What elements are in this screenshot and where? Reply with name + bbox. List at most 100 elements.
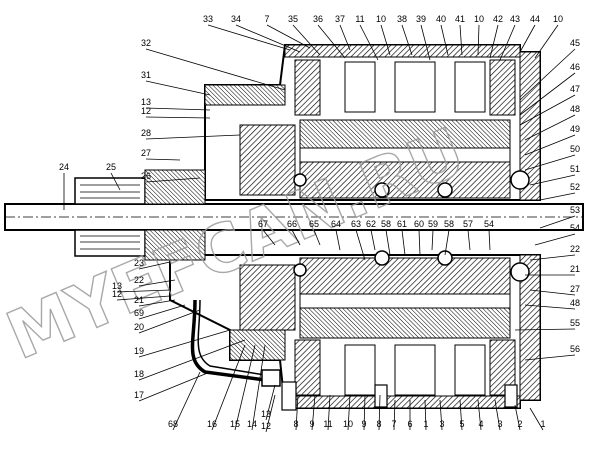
- leader-line-42: [489, 24, 499, 59]
- callout-65: 65: [309, 219, 319, 229]
- callout-14: 14: [247, 419, 257, 429]
- callout-3b2: 3: [497, 419, 502, 429]
- callout-56: 56: [570, 344, 580, 354]
- callout-6: 6: [407, 419, 412, 429]
- callout-55: 55: [570, 318, 580, 328]
- leader-line-48a: [524, 114, 576, 141]
- housing-wall-bottom: [284, 395, 521, 409]
- callout-58b: 58: [444, 219, 454, 229]
- leader-line-68: [172, 371, 201, 431]
- leader-line-58a: [385, 229, 391, 256]
- callout-31: 31: [141, 70, 151, 80]
- leader-line-47: [519, 94, 576, 126]
- callout-35: 35: [288, 14, 298, 24]
- leader-line-14: [251, 344, 266, 431]
- bearings: [293, 170, 530, 282]
- leader-line-19: [138, 329, 231, 358]
- hydraulic-pipe: [190, 299, 266, 382]
- callout-41: 41: [455, 14, 465, 24]
- leader-line-8b2: [378, 394, 381, 431]
- leader-line-2: [514, 404, 521, 431]
- callout-10b: 10: [343, 419, 353, 429]
- callout-37: 37: [335, 14, 345, 24]
- callout-34: 34: [231, 14, 241, 24]
- callout-54m: 54: [484, 219, 494, 229]
- callout-17: 17: [134, 390, 144, 400]
- callout-46: 46: [570, 62, 580, 72]
- callout-57: 57: [463, 219, 473, 229]
- callout-16: 16: [207, 419, 217, 429]
- main-shaft: [4, 169, 584, 261]
- leader-line-43: [499, 24, 516, 61]
- leader-line-38: [401, 24, 413, 56]
- leader-line-9b2: [363, 394, 366, 431]
- leader-line-35: [292, 24, 321, 56]
- leader-line-51: [529, 174, 576, 186]
- callout-26: 26: [141, 171, 151, 181]
- leader-line-39: [420, 24, 431, 61]
- leader-line-54m: [488, 229, 491, 251]
- leader-line-28: [145, 134, 241, 140]
- callout-42: 42: [493, 14, 503, 24]
- leader-line-25: [110, 172, 121, 191]
- leader-line-16: [211, 344, 246, 431]
- leader-line-57: [467, 229, 471, 251]
- callout-44: 44: [530, 14, 540, 24]
- leader-line-13a: [145, 107, 211, 111]
- callout-11t: 11: [355, 14, 364, 24]
- callout-47: 47: [570, 84, 580, 94]
- pipe-fitting: [261, 369, 281, 387]
- callout-11b: 11: [323, 419, 332, 429]
- callout-25: 25: [106, 162, 116, 172]
- callout-13c: 13: [261, 409, 271, 419]
- callout-2: 2: [517, 419, 522, 429]
- callout-10t2: 10: [474, 14, 484, 24]
- callout-7b: 7: [391, 419, 396, 429]
- leader-line-1b1: [424, 399, 427, 431]
- leader-line-22r: [529, 254, 576, 261]
- leader-line-66: [291, 229, 301, 246]
- callout-21l: 21: [134, 295, 144, 305]
- leader-line-15: [234, 344, 256, 431]
- callout-12b: 12: [112, 289, 122, 299]
- leader-line-52: [539, 192, 576, 201]
- leader-line-12c: [265, 394, 276, 433]
- leader-line-62: [370, 229, 376, 251]
- callout-48b: 48: [570, 298, 580, 308]
- callout-50: 50: [570, 144, 580, 154]
- callout-3b1: 3: [439, 419, 444, 429]
- callout-48a: 48: [570, 104, 580, 114]
- leader-line-37: [339, 24, 351, 51]
- leader-line-10t1: [380, 24, 391, 56]
- leader-line-12a: [145, 116, 211, 119]
- leader-line-44: [519, 24, 536, 53]
- leader-line-56: [524, 354, 576, 361]
- leader-line-61: [401, 229, 406, 256]
- leader-line-53: [539, 215, 576, 229]
- leader-line-40: [440, 24, 449, 56]
- leader-line-9b1: [311, 394, 316, 431]
- callout-13a: 13: [141, 97, 151, 107]
- callout-33: 33: [203, 14, 213, 24]
- callout-59: 59: [428, 219, 438, 229]
- leader-line-10b: [347, 394, 351, 431]
- clutch-packs-upper: [294, 59, 516, 116]
- callout-61: 61: [397, 219, 407, 229]
- callout-54r: 54: [570, 223, 580, 233]
- leader-line-55: [514, 328, 576, 331]
- leader-line-46: [519, 72, 576, 116]
- leader-line-69: [138, 304, 186, 320]
- leader-line-60: [418, 229, 421, 256]
- leader-line-54r: [534, 233, 576, 246]
- callout-8b1: 8: [293, 419, 298, 429]
- gear-train: [239, 119, 511, 339]
- housing-wall-right-low: [519, 254, 541, 401]
- leader-line-63: [355, 229, 366, 261]
- callout-1b2: 1: [540, 419, 545, 429]
- leader-line-3b2: [494, 399, 501, 431]
- callout-40: 40: [436, 14, 446, 24]
- callout-63: 63: [351, 219, 361, 229]
- callout-10t1: 10: [376, 14, 386, 24]
- callout-38: 38: [397, 14, 407, 24]
